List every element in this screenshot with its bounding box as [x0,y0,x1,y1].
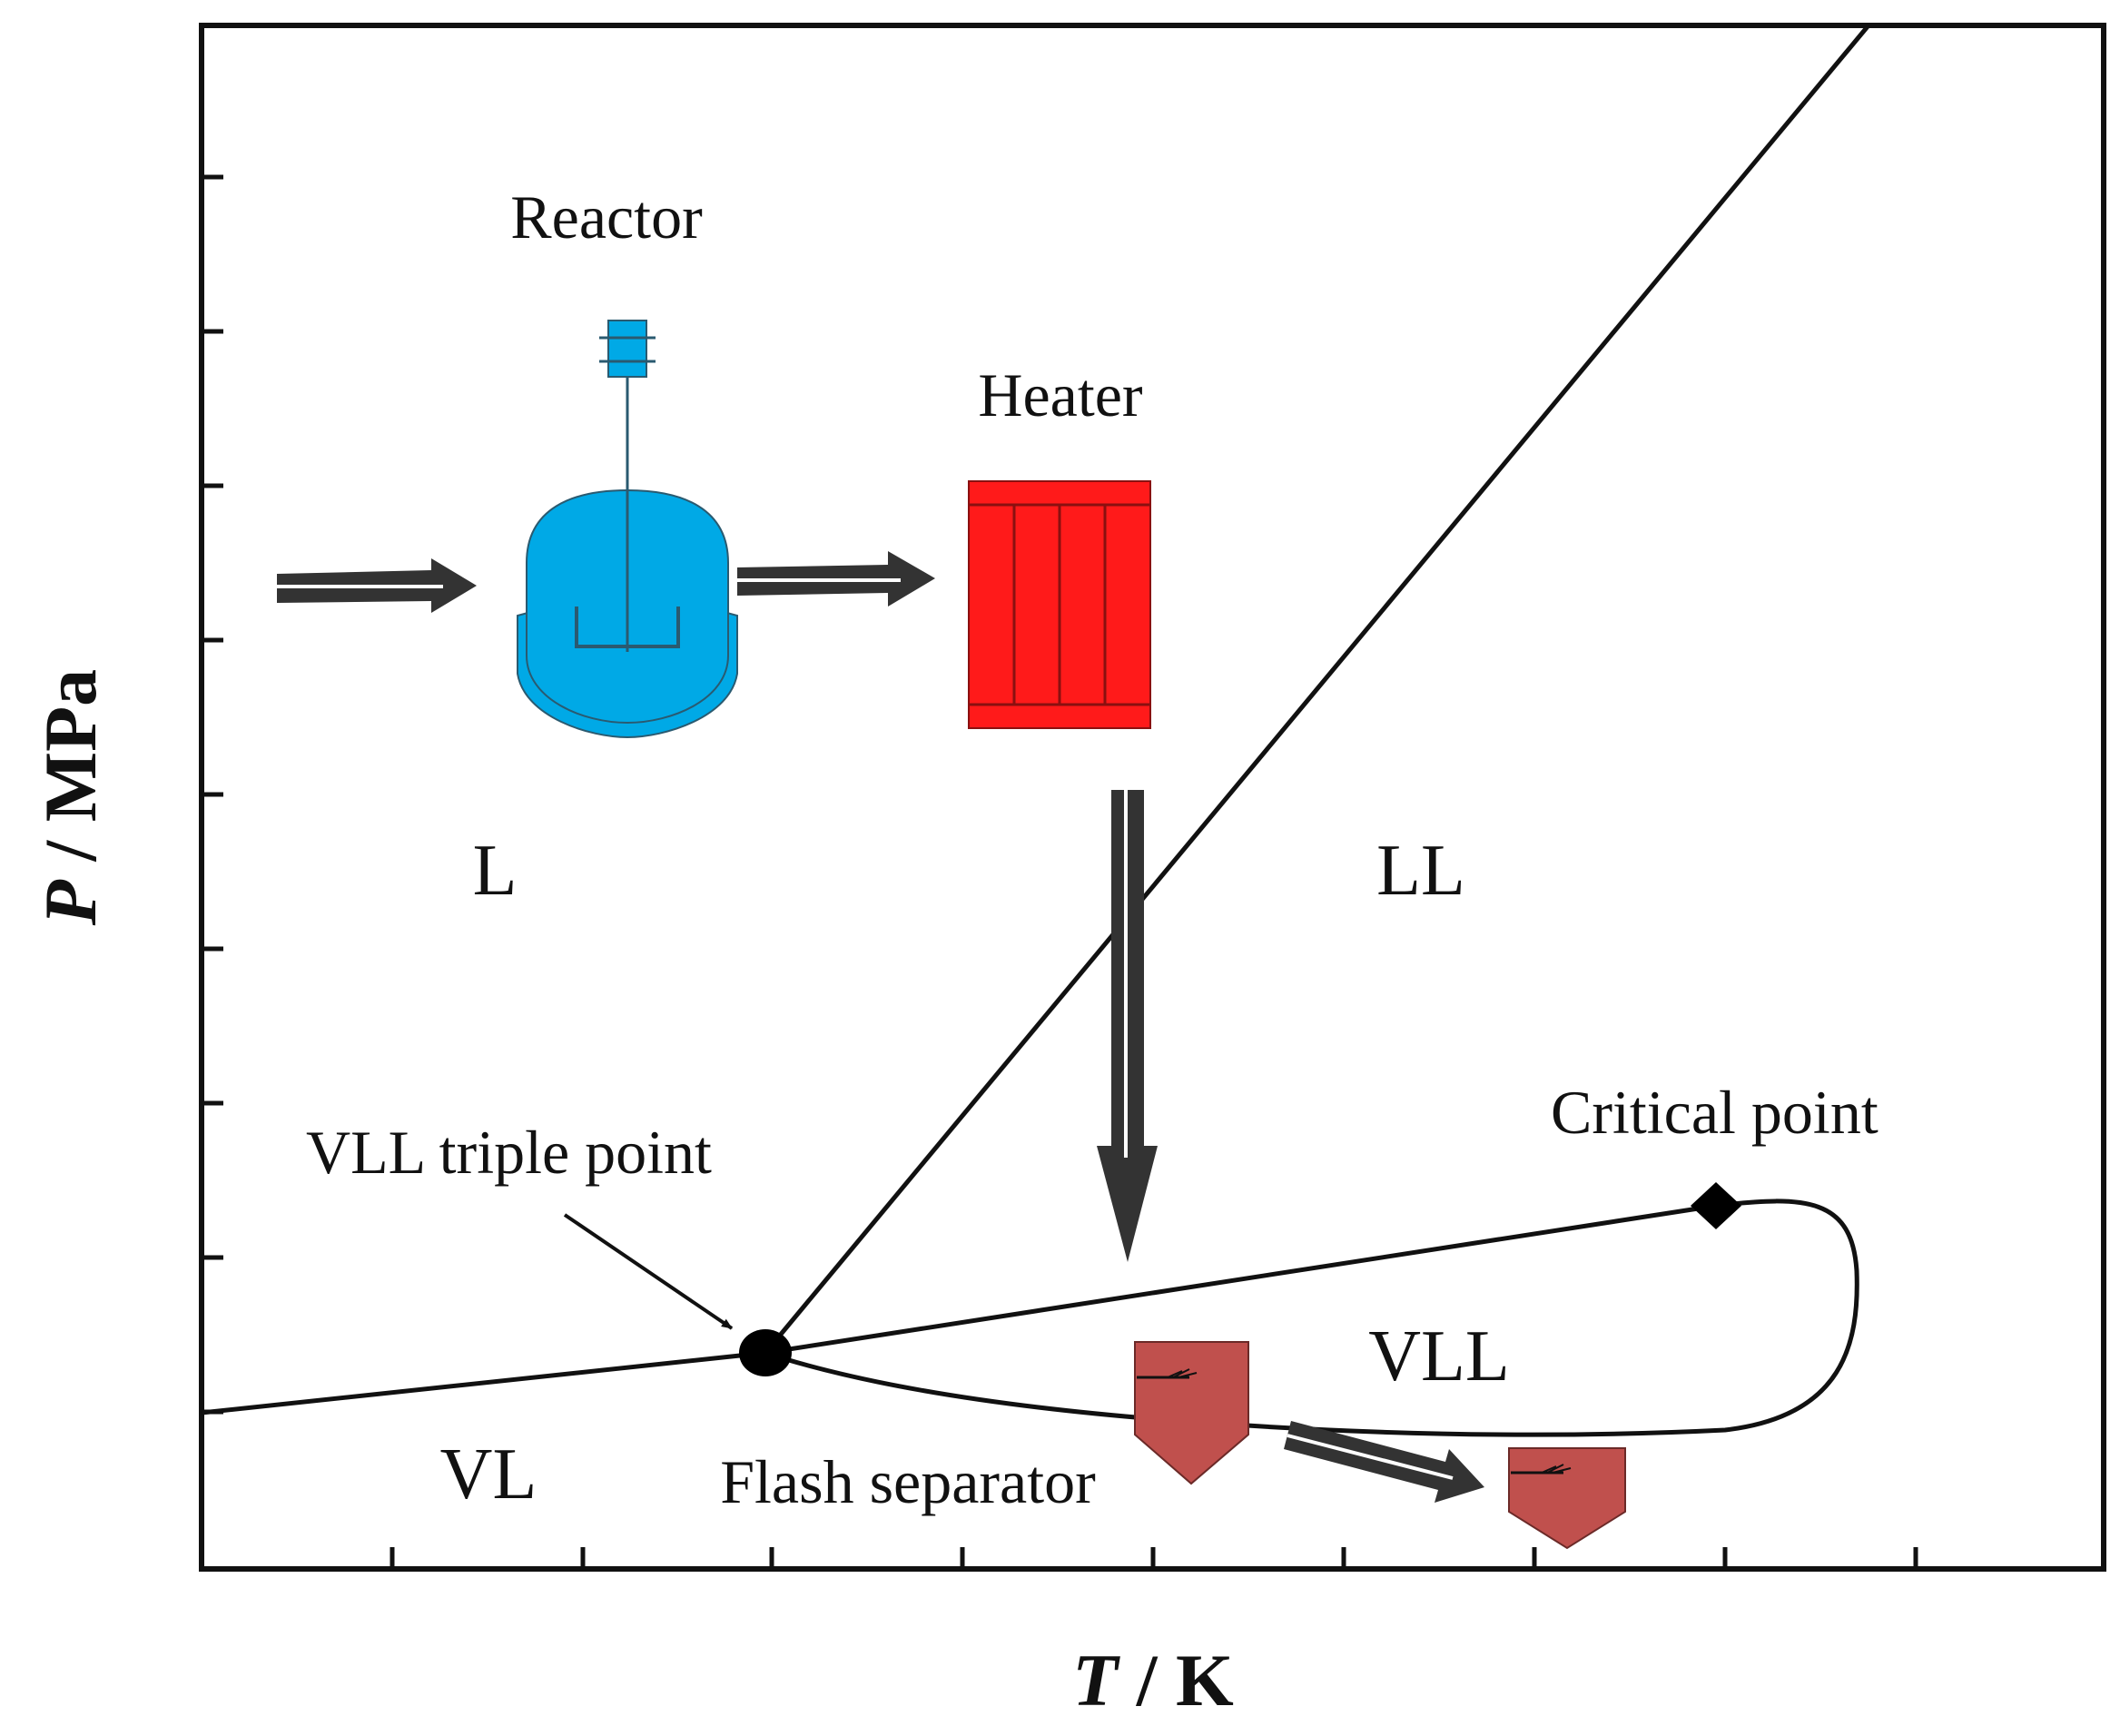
region-ll-label: LL [1376,831,1465,911]
y-axis-ticks [202,174,223,1415]
flow-arrow-feed [277,558,477,613]
flash-separator-label: Flash separator [720,1447,1096,1516]
heater-label: Heater [978,360,1143,429]
flow-arrow-heater-down [1097,790,1158,1262]
reactor-label: Reactor [510,182,703,252]
vll-loop-boundary [764,1198,1859,1437]
y-axis-title: P / MPa [29,669,112,926]
plot-frame [199,23,2106,1572]
ll-boundary-line [764,24,1870,1355]
triple-point-pointer [563,1213,734,1330]
triple-point-marker [739,1329,792,1376]
triple-point-label: VLL triple point [306,1118,712,1187]
flow-arrow-flash-to-flash [1284,1421,1484,1503]
flow-arrow-reactor-to-heater [737,551,935,607]
region-vll-label: VLL [1368,1317,1510,1396]
critical-point-marker [1691,1182,1741,1229]
phase-boundaries [201,24,1870,1437]
region-l-label: L [473,831,518,911]
vll-upper-boundary [764,1203,1717,1356]
reactor-motor [607,320,647,378]
x-axis-title: T / K [1072,1639,1234,1721]
critical-point-label: Critical point [1551,1078,1878,1147]
heater-unit [968,480,1151,729]
x-axis-ticks [389,1547,1918,1569]
region-vl-label: VL [440,1435,537,1514]
reactor-vessel [517,320,738,739]
vl-boundary-line [201,1350,766,1415]
flash-separator-2 [1508,1447,1626,1550]
flash-separator-1 [1134,1341,1249,1485]
